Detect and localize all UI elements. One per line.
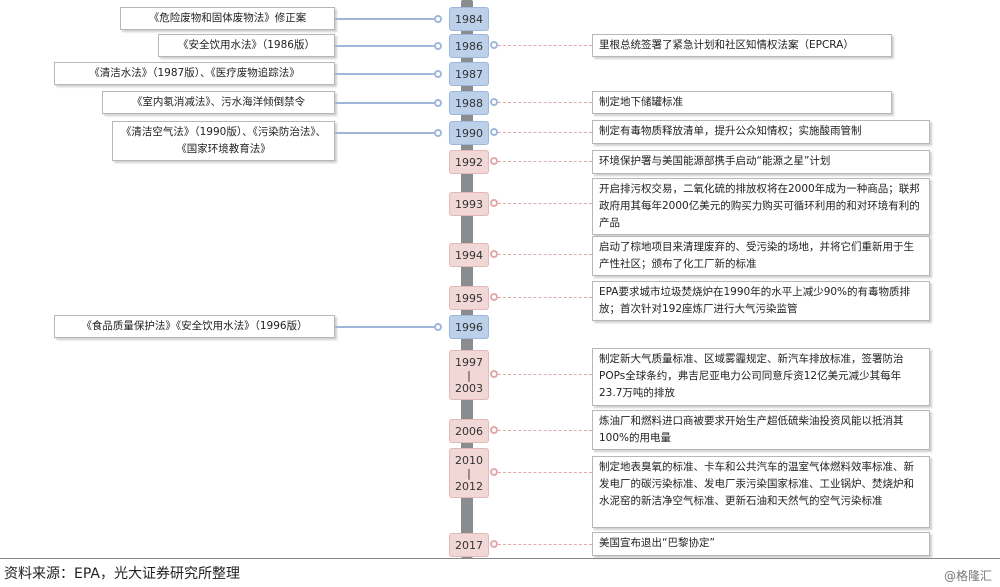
year-badge: 1993 (449, 192, 489, 216)
connector-line (335, 73, 434, 75)
connector-dot (434, 99, 442, 107)
connector-line (335, 102, 434, 104)
connector-dot (490, 293, 498, 301)
connector-dot (434, 129, 442, 137)
epa-action-box: 制定有毒物质释放清单，提升公众知情权；实施酸雨管制 (592, 120, 930, 144)
connector-line (498, 254, 592, 255)
connector-line (498, 297, 592, 298)
us-law-box: 《清洁空气法》（1990版）、《污染防治法》、《国家环境教育法》 (112, 121, 335, 161)
connector-line (498, 132, 592, 133)
connector-line (498, 203, 592, 204)
epa-action-box: 制定新大气质量标准、区域雾霾规定、新汽车排放标准，签署防治POPs全球条约，弗吉… (592, 348, 930, 406)
connector-line (335, 326, 434, 328)
connector-line (335, 18, 434, 20)
connector-dot (490, 426, 498, 434)
year-badge: 1986 (449, 34, 489, 58)
year-badge: 1988 (449, 91, 489, 115)
epa-action-box: 制定地下储罐标准 (592, 91, 892, 114)
watermark: @格隆汇 (943, 569, 992, 583)
epa-action-box: 美国宣布退出“巴黎协定” (592, 532, 930, 556)
year-badge: 1994 (449, 243, 489, 267)
epa-action-box: 开启排污权交易，二氧化硫的排放权将在2000年成为一种商品；联邦政府用其每年20… (592, 178, 930, 235)
us-law-box: 《安全饮用水法》（1986版） (158, 34, 335, 57)
epa-action-box: EPA要求城市垃圾焚烧炉在1990年的水平上减少90%的有毒物质排放；首次针对1… (592, 281, 930, 321)
year-badge: 1996 (449, 315, 489, 339)
us-law-box: 《食品质量保护法》《安全饮用水法》（1996版） (54, 315, 335, 338)
connector-dot (434, 42, 442, 50)
connector-dot (490, 199, 498, 207)
connector-line (498, 472, 592, 473)
connector-line (335, 132, 434, 134)
connector-dot (490, 370, 498, 378)
year-badge: 1984 (449, 7, 489, 31)
footer-divider (0, 558, 1000, 559)
connector-dot (490, 468, 498, 476)
connector-dot (490, 128, 498, 136)
source-note: 资料来源：EPA，光大证券研究所整理 (4, 566, 240, 582)
epa-action-box: 里根总统签署了紧急计划和社区知情权法案（EPCRA） (592, 34, 892, 57)
connector-dot (434, 70, 442, 78)
epa-action-box: 制定地表臭氧的标准、卡车和公共汽车的温室气体燃料效率标准、新发电厂的碳污染标准、… (592, 456, 930, 528)
connector-line (498, 374, 592, 375)
connector-line (335, 45, 434, 47)
connector-dot (490, 250, 498, 258)
connector-line (498, 430, 592, 431)
connector-line (498, 544, 592, 545)
connector-dot (490, 41, 498, 49)
epa-action-box: 环境保护署与美国能源部携手启动“能源之星”计划 (592, 150, 930, 174)
connector-dot (434, 323, 442, 331)
connector-dot (490, 540, 498, 548)
year-badge: 1997 | 2003 (449, 350, 489, 400)
year-badge: 1995 (449, 286, 489, 310)
year-badge: 1990 (449, 121, 489, 145)
connector-line (498, 161, 592, 162)
year-badge: 1987 (449, 62, 489, 86)
connector-dot (490, 98, 498, 106)
year-badge: 2010 | 2012 (449, 448, 489, 498)
year-badge: 2017 (449, 533, 489, 557)
year-badge: 2006 (449, 419, 489, 443)
connector-line (498, 45, 592, 46)
us-law-box: 《危险废物和固体废物法》修正案 (120, 7, 335, 30)
epa-action-box: 炼油厂和燃料进口商被要求开始生产超低硫柴油投资风能以抵消其100%的用电量 (592, 410, 930, 450)
epa-action-box: 启动了棕地项目来清理废弃的、受污染的场地，并将它们重新用于生产性社区；颁布了化工… (592, 236, 930, 276)
us-law-box: 《室内氡消减法》、污水海洋倾倒禁令 (102, 91, 335, 114)
connector-dot (490, 157, 498, 165)
us-law-box: 《清洁水法》（1987版）、《医疗废物追踪法》 (54, 62, 335, 85)
connector-dot (434, 15, 442, 23)
connector-line (498, 102, 592, 103)
year-badge: 1992 (449, 150, 489, 174)
